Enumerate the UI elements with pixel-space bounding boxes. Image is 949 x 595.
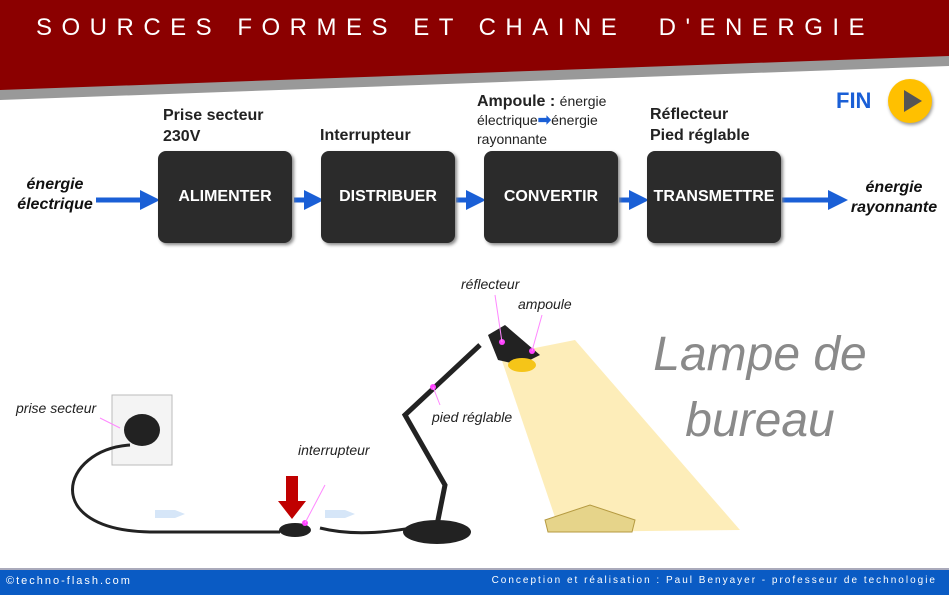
label-ampoule: ampoule <box>518 296 572 312</box>
box-alimenter: ALIMENTER <box>158 151 292 243</box>
header-banner <box>0 0 949 100</box>
label-alimenter: Prise secteur 230V <box>163 107 264 145</box>
flow-arrows <box>96 190 848 210</box>
input-energy: énergie électrique <box>17 176 93 213</box>
output-energy: énergie rayonnante <box>850 179 938 216</box>
fin-label[interactable]: FIN <box>836 88 872 113</box>
label-reflecteur: réflecteur <box>461 276 520 292</box>
footer-credits: Conception et réalisation : Paul Benyaye… <box>491 575 937 586</box>
box-distribuer: DISTRIBUER <box>321 151 455 243</box>
lamp-illustration <box>71 294 740 544</box>
label-prise-secteur: prise secteur <box>16 400 97 416</box>
box-transmettre: TRANSMETTRE <box>647 151 781 243</box>
box-convertir: CONVERTIR <box>484 151 618 243</box>
footer: ©techno-flash.com Conception et réalisat… <box>0 568 949 595</box>
label-distribuer: Interrupteur <box>320 127 411 144</box>
play-button[interactable] <box>888 79 932 123</box>
arrow-icon: ➡ <box>537 112 552 129</box>
page-title: SOURCES FORMES ET CHAINE D'ENERGIE <box>36 14 875 41</box>
label-interrupteur: interrupteur <box>298 442 370 458</box>
label-pied-reglable: pied réglable <box>432 409 513 425</box>
label-convertir: Ampoule : énergie électrique➡énergie ray… <box>477 93 607 147</box>
lamp-title: Lampe de bureau <box>653 328 867 447</box>
footer-site-link[interactable]: ©techno-flash.com <box>6 575 132 587</box>
label-transmettre: Réflecteur Pied réglable <box>650 106 750 144</box>
